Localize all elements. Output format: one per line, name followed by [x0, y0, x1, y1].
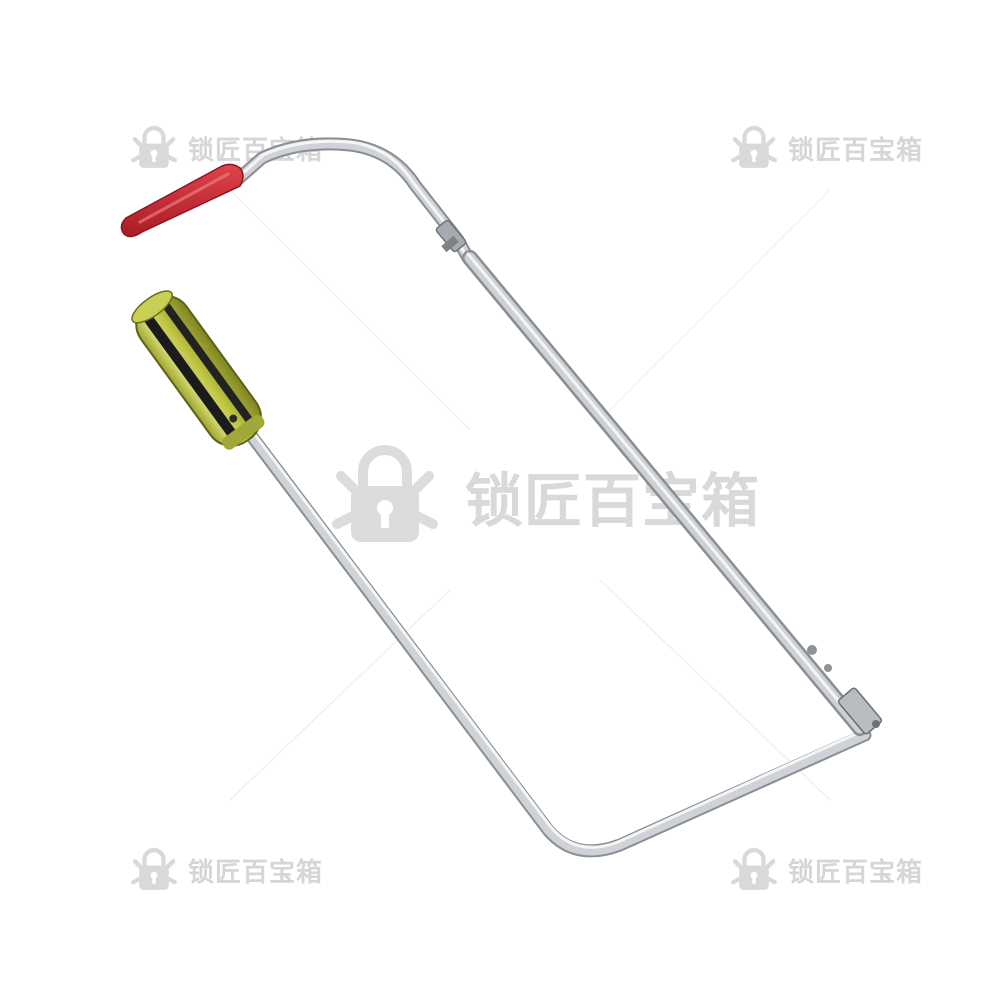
- metal-frame: [230, 137, 872, 858]
- collar-joint: [435, 219, 467, 253]
- red-rubber-tip: [120, 163, 244, 238]
- striped-handle: [131, 290, 265, 450]
- watermark-diagonal-lines: [229, 189, 831, 801]
- end-fitting: [807, 645, 883, 735]
- frame-tube-highlight: [238, 139, 862, 849]
- telescopic-section: [462, 250, 868, 736]
